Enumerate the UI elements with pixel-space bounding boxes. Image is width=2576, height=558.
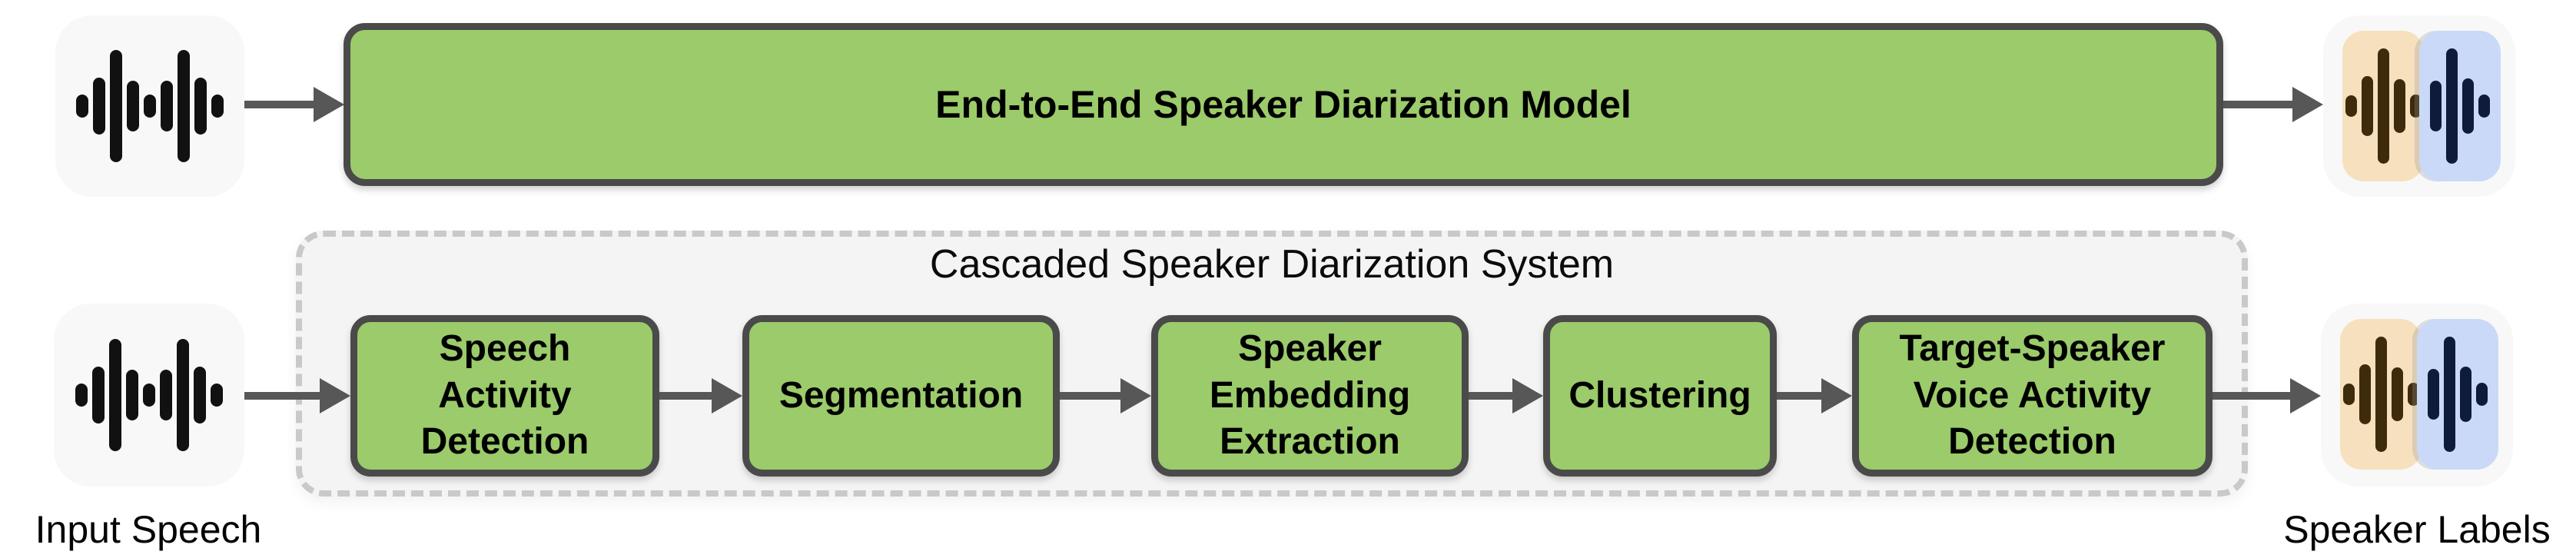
speaker1-bars — [2345, 48, 2422, 164]
stage-label: Speech Activity Detection — [420, 327, 589, 463]
speaker1-waveform-icon — [2342, 31, 2424, 181]
flow-arrow — [1777, 378, 1852, 414]
stage-box-segmentation: Segmentation — [742, 315, 1060, 477]
audio-waveform-icon — [54, 304, 244, 487]
speaker-labels-caption: Speaker Labels — [2283, 508, 2551, 551]
flow-arrow — [2213, 378, 2321, 414]
flow-arrow — [1469, 378, 1543, 414]
stage-label: Clustering — [1569, 374, 1751, 416]
audio-waveform-icon — [55, 15, 244, 197]
flow-arrow — [659, 378, 742, 414]
speaker1-waveform-icon — [2340, 319, 2422, 470]
stage-box-clustering: Clustering — [1543, 315, 1777, 477]
end-to-end-model-box: End-to-End Speaker Diarization Model — [344, 23, 2223, 186]
speaker2-bars — [2428, 337, 2488, 452]
flow-arrow — [2223, 87, 2323, 122]
speaker2-waveform-icon — [2417, 319, 2498, 470]
stage-box-speaker-embedding-extraction: Speaker Embedding Extraction — [1151, 315, 1469, 477]
stage-label: Target-Speaker Voice Activity Detection — [1899, 327, 2166, 463]
waveform-bars — [75, 339, 223, 451]
dual-speaker-waveform-icon — [2321, 304, 2513, 487]
flow-arrow — [244, 87, 344, 122]
stage-label: Speaker Embedding Extraction — [1209, 327, 1411, 463]
input-speech-caption: Input Speech — [35, 508, 262, 551]
stage-box-speech-activity-detection: Speech Activity Detection — [350, 315, 659, 477]
stage-label: Segmentation — [778, 374, 1024, 416]
cascaded-system-title: Cascaded Speaker Diarization System — [929, 242, 1615, 287]
speaker2-waveform-icon — [2419, 31, 2501, 181]
flow-arrow — [1060, 378, 1151, 414]
flow-arrow — [244, 378, 350, 414]
dual-speaker-waveform-icon — [2323, 15, 2515, 197]
speaker1-bars — [2342, 337, 2419, 452]
end-to-end-model-label: End-to-End Speaker Diarization Model — [935, 83, 1632, 126]
stage-box-target-speaker-voice-activity-detection: Target-Speaker Voice Activity Detection — [1852, 315, 2213, 477]
waveform-bars — [76, 50, 224, 162]
speaker2-bars — [2430, 48, 2490, 164]
